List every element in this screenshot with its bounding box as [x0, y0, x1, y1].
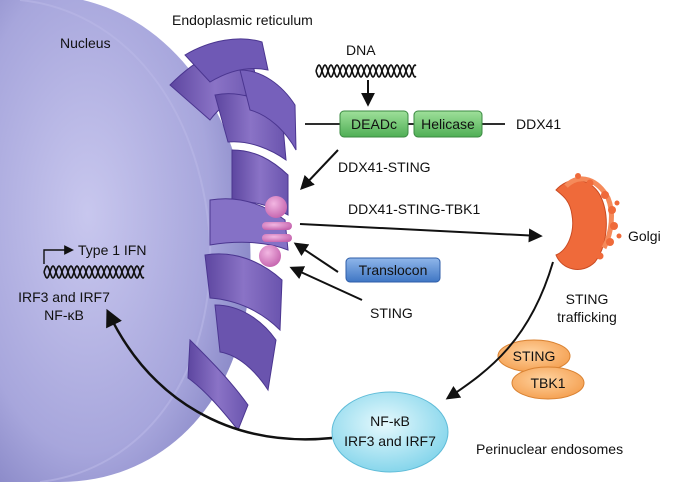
irf-nucleus-label: IRF3 and IRF7: [18, 289, 110, 305]
arrows: [43, 80, 554, 441]
endosome-irf-label: IRF3 and IRF7: [344, 433, 436, 449]
endosome-to-nucleus-arrow: [106, 308, 333, 441]
ddx41-sting-label: DDX41-STING: [338, 159, 431, 175]
nfkb-nucleus-label: NF-κB: [44, 307, 84, 323]
dna-helix-cytosol: [315, 63, 417, 79]
sting-arrow: [289, 266, 363, 301]
sting-trafficking-label-2: trafficking: [557, 309, 617, 325]
helicase-label: Helicase: [421, 116, 475, 132]
sting-trafficking-label-1: STING: [566, 291, 609, 307]
perinuclear-endosome: NF-κB IRF3 and IRF7: [331, 391, 449, 473]
perinuclear-endosomes-label: Perinuclear endosomes: [476, 441, 623, 457]
sting-er-cluster: [259, 196, 292, 267]
sting-label: STING: [370, 305, 413, 321]
golgi-to-endosome-arrow: [445, 261, 554, 400]
tbk1-pill: TBK1: [511, 366, 585, 400]
type1-ifn-label: Type 1 IFN: [78, 242, 146, 258]
ddx41-sting-tbk1-label: DDX41-STING-TBK1: [348, 201, 480, 217]
deadc-domain: DEADc: [339, 110, 409, 138]
endosome-nfkb-label: NF-κB: [370, 413, 410, 429]
transcription-arrow: [43, 245, 74, 264]
deadc-label: DEADc: [351, 116, 397, 132]
translocon-box: Translocon: [345, 257, 441, 283]
golgi-label: Golgi: [628, 228, 661, 244]
dna-label: DNA: [346, 42, 376, 58]
er-label: Endoplasmic reticulum: [172, 12, 313, 28]
golgi: [555, 173, 622, 270]
helicase-domain: Helicase: [413, 110, 483, 138]
dna-helix-nucleus: [43, 264, 145, 280]
ddx41-label: DDX41: [516, 116, 561, 132]
translocon-label: Translocon: [359, 262, 428, 278]
sting-pill-label: STING: [513, 348, 556, 364]
translocon-arrow: [293, 242, 339, 273]
tbk1-pill-label: TBK1: [530, 375, 565, 391]
nucleus-label: Nucleus: [60, 35, 111, 51]
ddx41-to-sting-arrow: [300, 149, 339, 191]
er-to-golgi-arrow: [299, 223, 543, 243]
sting-pill: STING: [497, 339, 571, 373]
